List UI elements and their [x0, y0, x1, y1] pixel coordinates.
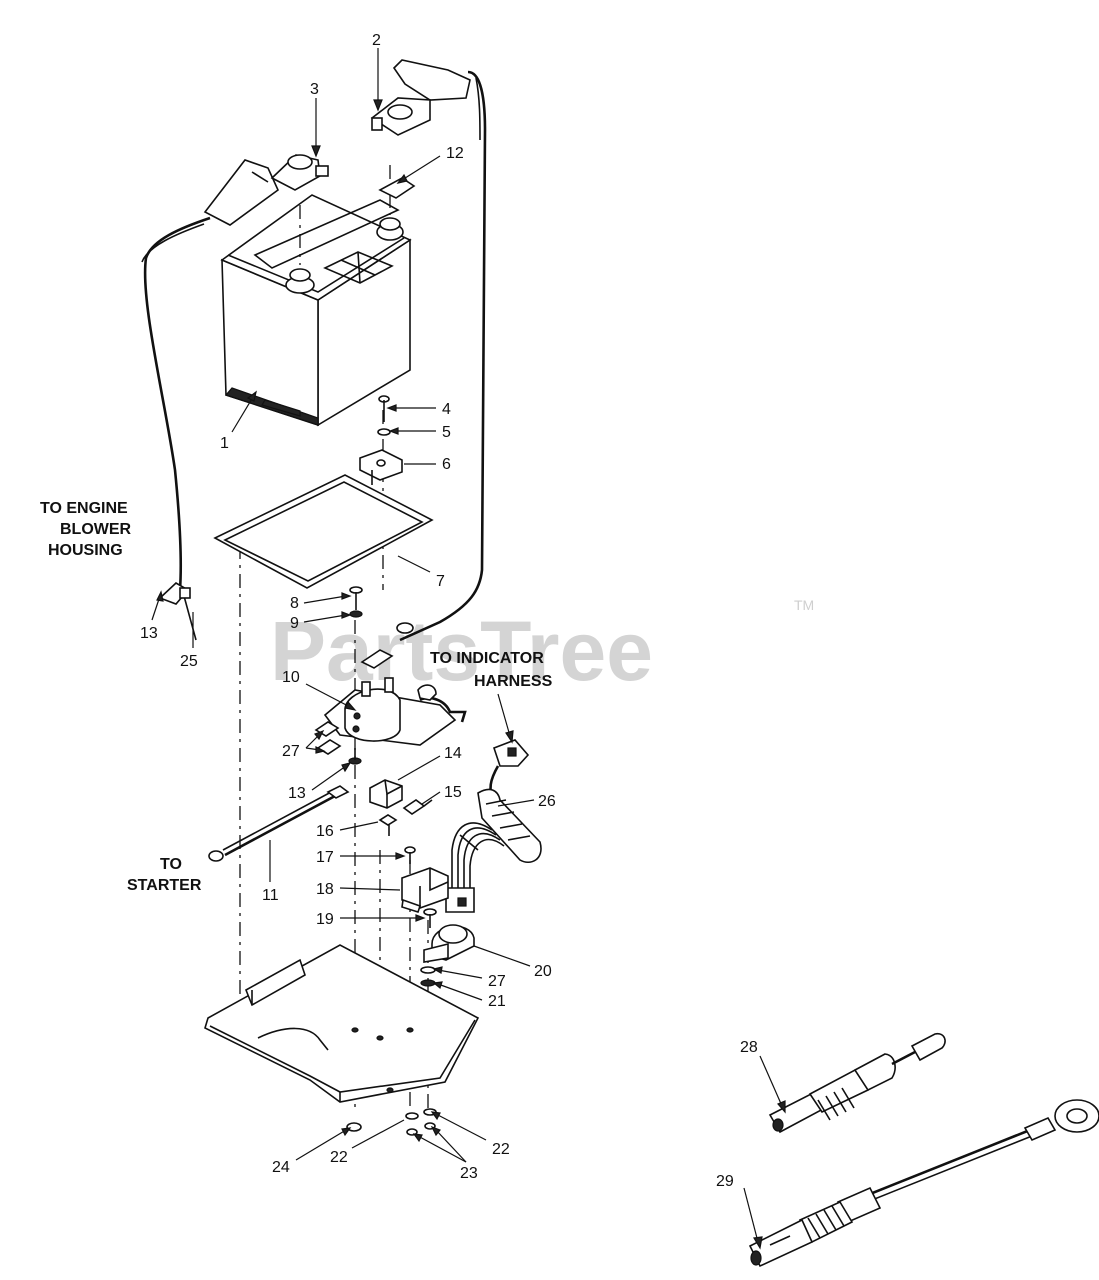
- cable-29: [748, 1099, 1099, 1268]
- part-number-29: 29: [716, 1173, 734, 1190]
- part-number-20: 20: [534, 963, 552, 980]
- switch-20: [423, 924, 475, 963]
- connector-cable-28: [768, 1032, 946, 1134]
- engine-label-line-2: BLOWER: [60, 521, 132, 538]
- part-number-16: 16: [316, 823, 334, 840]
- part-number-19: 19: [316, 911, 334, 928]
- starter-solenoid-10: [323, 677, 467, 746]
- bolt-25: [179, 587, 197, 641]
- part-number-3: 3: [310, 81, 319, 98]
- part-number-18: 18: [316, 881, 334, 898]
- part-number-13: 13: [288, 785, 306, 802]
- part-number-8: 8: [290, 595, 299, 612]
- engine-label-line-1: TO ENGINE: [40, 500, 128, 517]
- battery: [220, 194, 412, 427]
- part-number-27: 27: [282, 743, 300, 760]
- part-number-22: 22: [330, 1149, 348, 1166]
- starter-label-line-2: STARTER: [127, 877, 202, 894]
- relay-18: [401, 867, 449, 913]
- nut-22: [405, 1112, 419, 1120]
- battery-tray-7: [213, 474, 434, 589]
- connector-14: [369, 779, 403, 809]
- part-number-7: 7: [436, 573, 445, 590]
- indicator-label-line-2: HARNESS: [474, 673, 553, 690]
- screw-16: [378, 814, 398, 836]
- part-number-2: 2: [372, 32, 381, 49]
- washer-5: [377, 428, 391, 436]
- positive-battery-cable: [360, 59, 487, 669]
- nut-24: [346, 1122, 362, 1132]
- part-number-28: 28: [740, 1039, 758, 1056]
- washer-9: [349, 610, 363, 618]
- part-number-9: 9: [290, 615, 299, 632]
- part-number-13: 13: [140, 625, 158, 642]
- harness-wires: [445, 822, 505, 913]
- starter-cable-11: [208, 785, 350, 862]
- terminal-15: [402, 799, 433, 815]
- part-number-11: 11: [262, 887, 279, 904]
- part-number-22: 22: [492, 1141, 510, 1158]
- part-number-6: 6: [442, 456, 451, 473]
- watermark-trademark: TM: [794, 597, 814, 613]
- part-number-23: 23: [460, 1165, 478, 1182]
- part-number-1: 1: [220, 435, 229, 452]
- indicator-harness-connector: [489, 739, 530, 801]
- watermark-text: PartsTree: [270, 604, 653, 698]
- screw-19: [423, 908, 437, 928]
- part-number-12: 12: [446, 145, 464, 162]
- hold-down-bolt-4: [378, 395, 390, 422]
- hold-down-clamp-6: [359, 449, 403, 485]
- screw-8: [349, 586, 363, 610]
- bolt-13: [348, 748, 362, 765]
- part-number-26: 26: [538, 793, 556, 810]
- mounting-plate: [204, 944, 480, 1103]
- engine-label-line-3: HOUSING: [48, 542, 123, 559]
- part-number-21: 21: [488, 993, 506, 1010]
- part-number-10: 10: [282, 669, 300, 686]
- starter-label-line-1: TO: [160, 856, 182, 873]
- part-number-27: 27: [488, 973, 506, 990]
- part-number-4: 4: [442, 401, 451, 418]
- leader-lines: [151, 48, 786, 1250]
- part-number-5: 5: [442, 424, 451, 441]
- screw-17: [404, 846, 416, 864]
- part-number-17: 17: [316, 849, 334, 866]
- part-number-24: 24: [272, 1159, 290, 1176]
- part-number-14: 14: [444, 745, 462, 762]
- indicator-label-line-1: TO INDICATOR: [430, 650, 544, 667]
- washer-27: [420, 966, 436, 974]
- part-number-15: 15: [444, 784, 462, 801]
- part-number-25: 25: [180, 653, 198, 670]
- washer-21: [420, 979, 436, 987]
